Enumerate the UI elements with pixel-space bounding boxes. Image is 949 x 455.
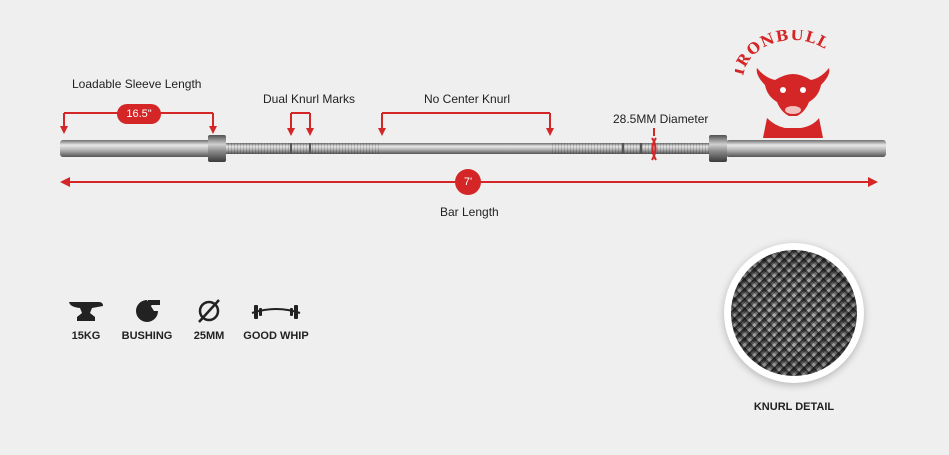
sleeve-length-label: Loadable Sleeve Length	[72, 77, 202, 91]
knurl-mark	[309, 143, 311, 154]
svg-text:IRONBULL: IRONBULL	[735, 30, 832, 77]
sleeve-length-value: 16.5"	[117, 104, 161, 124]
bar-shaft	[226, 143, 709, 154]
bar-length-value: 7'	[455, 169, 481, 195]
center-bracket	[381, 112, 551, 134]
dual-knurl-label: Dual Knurl Marks	[263, 92, 356, 106]
bar-length-label: Bar Length	[440, 205, 499, 219]
left-collar	[208, 135, 226, 162]
brand-logo: IRONBULL	[729, 26, 850, 140]
knurl-mark	[640, 143, 642, 154]
bushing-icon	[117, 296, 177, 326]
diameter-label: 28.5MM Diameter	[613, 112, 709, 126]
feature-whip: GOOD WHIP	[240, 296, 312, 342]
left-sleeve	[60, 140, 212, 157]
feature-grip-diameter: 25MM	[186, 296, 232, 342]
dual-knurl-bracket	[290, 112, 311, 134]
right-collar	[709, 135, 727, 162]
feature-weight: 15KG	[62, 296, 110, 342]
feature-bushing: BUSHING	[117, 296, 177, 342]
knurl-detail-label: KNURL DETAIL	[753, 401, 835, 413]
diameter-marker	[651, 137, 657, 161]
diameter-icon	[186, 296, 232, 326]
knurl-detail-image	[724, 243, 864, 383]
knurl-mark	[622, 143, 624, 154]
no-center-knurl-label: No Center Knurl	[424, 92, 511, 106]
anvil-icon	[62, 296, 110, 326]
knurl-mark	[290, 143, 292, 154]
right-sleeve	[726, 140, 886, 157]
knurl-texture	[731, 250, 857, 376]
barbell-icon	[240, 296, 312, 326]
